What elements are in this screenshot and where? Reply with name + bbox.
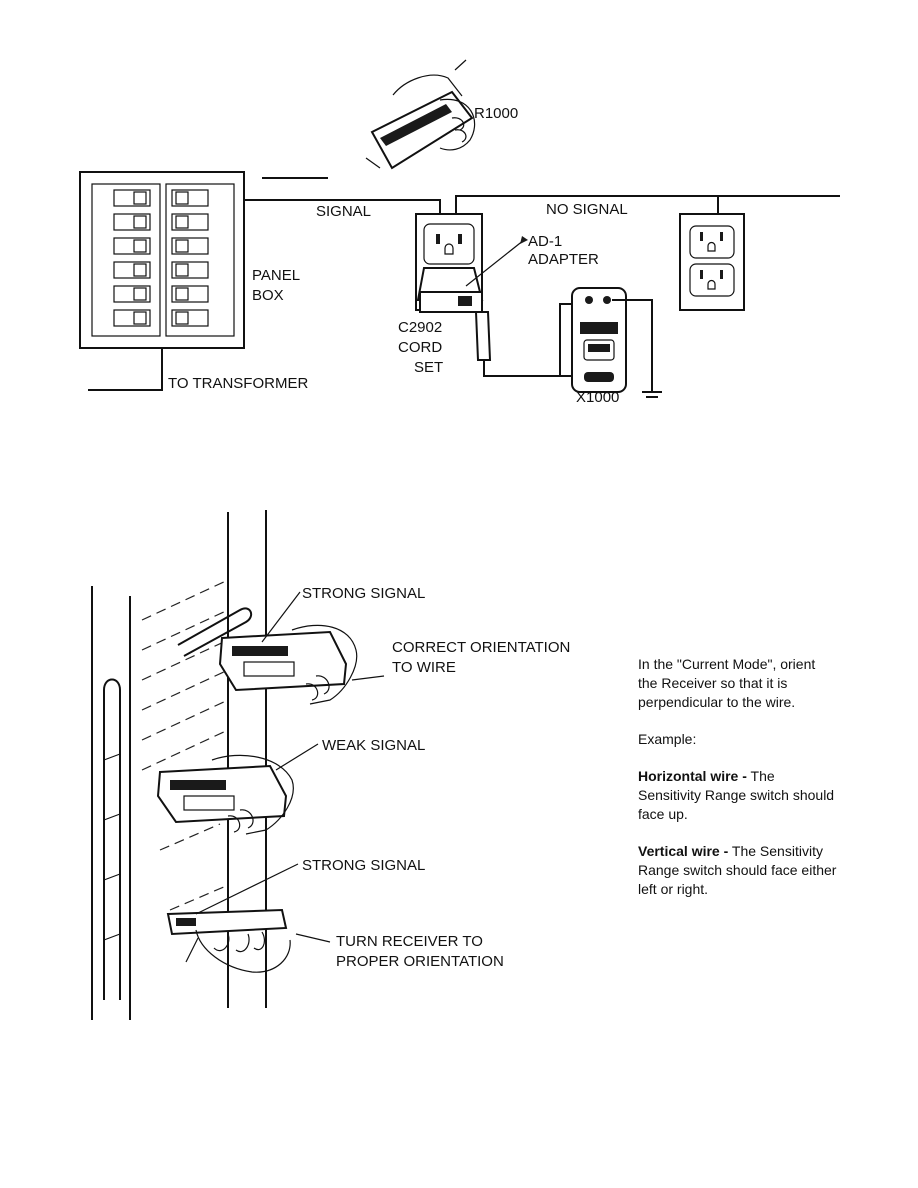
turn-receiver-pointer [295, 933, 331, 943]
no-signal-label: NO SIGNAL [546, 201, 628, 218]
adapter-label-line2: ADAPTER [528, 251, 599, 268]
breaker-toggle [175, 263, 189, 277]
cordset-label-line2: CORD [398, 339, 442, 356]
breaker-switch [113, 237, 151, 255]
horizontal-title: Horizontal wire - [638, 768, 747, 784]
breaker-switch [171, 189, 209, 207]
breaker-toggle [175, 239, 189, 253]
strong-signal-2-label: STRONG SIGNAL [302, 857, 425, 874]
weak-signal-pointer [275, 743, 319, 771]
r1000-receiver-illustration [365, 59, 476, 170]
panel-breakers [113, 189, 209, 327]
breaker-switch [171, 237, 209, 255]
breaker-switch [171, 309, 209, 327]
instruction-example: Example: [638, 731, 697, 747]
receiver-strong-1 [218, 624, 358, 705]
breaker-toggle [133, 263, 147, 277]
cordset-label-line3: SET [414, 359, 443, 376]
wall-structure [91, 510, 267, 1020]
breaker-switch [113, 261, 151, 279]
turn-receiver-line1: TURN RECEIVER TO [336, 933, 483, 950]
adapter-pointer [465, 236, 528, 287]
transformer-lead [88, 348, 163, 391]
horizontal-wire [177, 607, 253, 657]
breaker-toggle [175, 191, 189, 205]
breaker-toggle [133, 239, 147, 253]
strong-signal-1-label: STRONG SIGNAL [302, 585, 425, 602]
circuit-wire [244, 195, 840, 214]
correct-orientation-line2: TO WIRE [392, 659, 456, 676]
vertical-text: The Sensitivity Range switch should face… [638, 843, 837, 897]
breaker-toggle [175, 311, 189, 325]
instruction-intro: In the "Current Mode", orient the Receiv… [638, 656, 816, 710]
turn-receiver-line2: PROPER ORIENTATION [336, 953, 504, 970]
breaker-switch [113, 309, 151, 327]
signal-label: SIGNAL [316, 203, 371, 220]
adapter-label-line1: AD-1 [528, 233, 562, 250]
to-transformer-label: TO TRANSFORMER [168, 375, 308, 392]
weak-signal-label: WEAK SIGNAL [322, 737, 425, 754]
instruction-note: In the "Current Mode", orient the Receiv… [638, 655, 838, 917]
breaker-switch [113, 213, 151, 231]
strong-signal-1-pointer [261, 591, 301, 643]
second-outlet [679, 213, 745, 311]
outlet-with-adapter [415, 213, 484, 313]
panel-box [79, 171, 245, 349]
vertical-title: Vertical wire - [638, 843, 729, 859]
breaker-toggle [133, 311, 147, 325]
breaker-toggle [133, 287, 147, 301]
correct-orientation-pointer [351, 675, 385, 681]
instruction-horizontal: Horizontal wire - The Sensitivity Range … [638, 767, 838, 824]
breaker-toggle [175, 287, 189, 301]
receiver-weak [156, 754, 294, 835]
panel-label-line2: BOX [252, 287, 284, 304]
panel-label-line1: PANEL [252, 267, 300, 284]
horizontal-text: The Sensitivity Range switch should face… [638, 768, 835, 822]
breaker-switch [113, 189, 151, 207]
breaker-switch [171, 261, 209, 279]
x1000-transmitter [571, 287, 662, 398]
r1000-label: R1000 [474, 105, 518, 122]
strong-signal-2-pointer [195, 863, 299, 915]
breaker-toggle [133, 191, 147, 205]
breaker-switch [171, 285, 209, 303]
correct-orientation-line1: CORRECT ORIENTATION [392, 639, 570, 656]
breaker-toggle [175, 215, 189, 229]
breaker-switch [171, 213, 209, 231]
receiver-strong-2 [166, 908, 291, 973]
x1000-label: X1000 [576, 389, 619, 406]
wall-dashed-hatching [141, 579, 229, 911]
instruction-vertical: Vertical wire - The Sensitivity Range sw… [638, 842, 838, 899]
cord-set [474, 303, 600, 377]
breaker-switch [113, 285, 151, 303]
breaker-toggle [133, 215, 147, 229]
cordset-label-line1: C2902 [398, 319, 442, 336]
